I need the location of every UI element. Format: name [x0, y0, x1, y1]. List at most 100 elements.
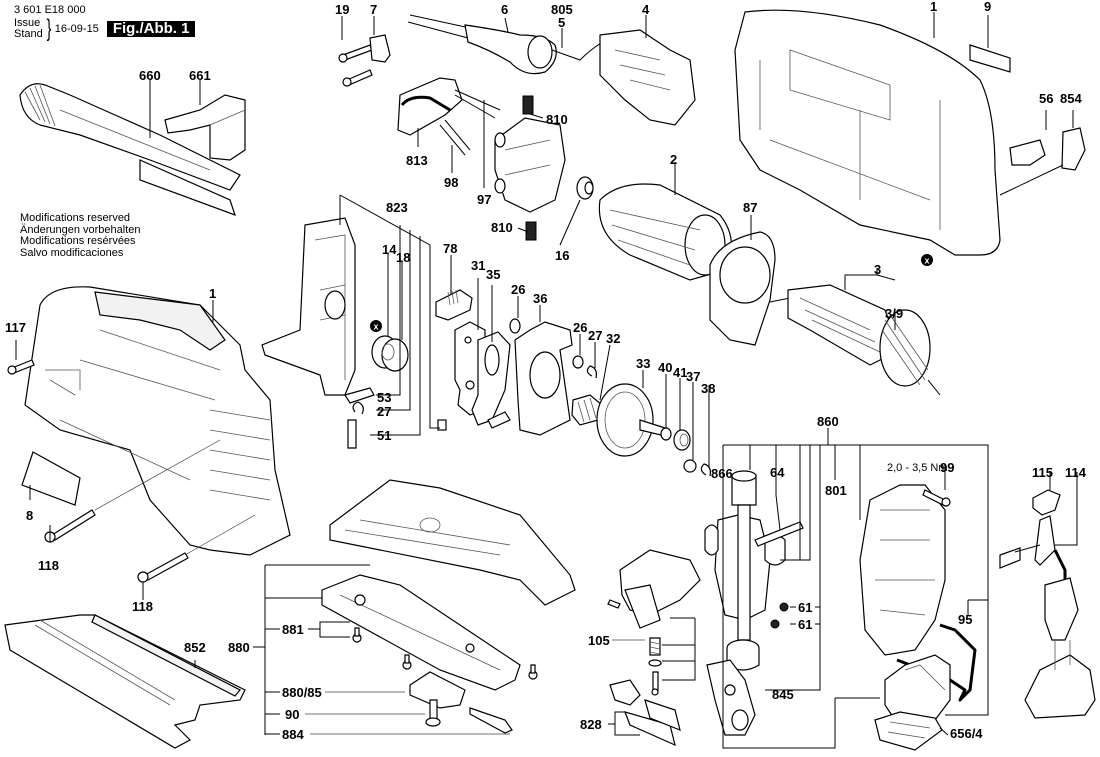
- callout-2: 2: [670, 152, 677, 167]
- part-lens-115: [1032, 489, 1061, 516]
- part-dust-guard: [884, 654, 951, 721]
- callout-40: 40: [658, 360, 672, 375]
- callout-118a: 118: [38, 558, 59, 573]
- part-screw-118a: [44, 439, 221, 543]
- marker-x-right: x: [921, 254, 933, 266]
- callout-56: 56: [1039, 91, 1053, 106]
- part-light-module-114: [999, 515, 1096, 719]
- carbon-brush-top: [522, 95, 534, 115]
- part-button-56: [1009, 139, 1046, 166]
- callout-117: 117: [5, 320, 26, 335]
- callout-3: 3: [874, 262, 881, 277]
- part-spring-884: [469, 707, 513, 734]
- callout-27a: 27: [588, 328, 602, 343]
- callout-115: 115: [1032, 465, 1053, 480]
- part-clamp-880-85: [409, 671, 466, 709]
- part-front-housing: [859, 484, 946, 656]
- callout-656-4: 656/4: [950, 726, 983, 741]
- callout-78: 78: [443, 241, 457, 256]
- callout-26b: 26: [573, 320, 587, 335]
- callout-118b: 118: [132, 599, 153, 614]
- part-support-roller-845: [706, 659, 756, 736]
- part-spring-14-18: [371, 335, 409, 372]
- issue-row: Issue Stand } 16-09-15 Fig./Abb. 1: [14, 15, 196, 42]
- part-clip: [164, 94, 246, 161]
- part-fan-guide: [709, 231, 776, 346]
- callout-823: 823: [386, 200, 408, 215]
- part-washer: [648, 659, 662, 667]
- part-bearing-small: [576, 176, 594, 200]
- marker-x-left: x: [370, 320, 382, 332]
- part-housing-left: [24, 286, 291, 556]
- part-guide-roller-holder: [619, 549, 701, 629]
- issue-label: Issue: [14, 17, 41, 29]
- callout-3-9: 3/9: [885, 306, 903, 321]
- part-chip-guard-656-4: [874, 711, 943, 751]
- part-bolt-90: [425, 699, 441, 727]
- callout-801: 801: [825, 483, 847, 498]
- callout-9: 9: [984, 0, 991, 14]
- part-screw-118b: [137, 514, 256, 583]
- part-gasket-35: [471, 331, 511, 426]
- callout-61a: 61: [798, 600, 812, 615]
- part-cable-95: [896, 623, 977, 702]
- notice-line-de: Änderungen vorbehalten: [20, 223, 141, 236]
- part-dust-nozzle: [19, 83, 241, 216]
- brace-icon: }: [46, 15, 52, 42]
- callout-31: 31: [471, 258, 485, 273]
- figure-label: Fig./Abb. 1: [106, 21, 196, 37]
- part-seal: [726, 639, 760, 671]
- part-pin-64: [754, 521, 804, 547]
- part-plunger-guide: [704, 470, 786, 641]
- callout-860: 860: [817, 414, 839, 429]
- callout-18: 18: [396, 250, 410, 265]
- part-bearing-41: [673, 429, 691, 451]
- part-spring-105: [649, 637, 661, 656]
- callout-810-top: 810: [546, 112, 568, 127]
- part-footplate: [329, 479, 576, 606]
- part-washer-37: [683, 459, 697, 473]
- part-nut-61a: [779, 602, 789, 612]
- callout-51: 51: [377, 428, 391, 443]
- part-washer-26a: [509, 318, 521, 334]
- part-gear-housing-36: [514, 321, 573, 436]
- callout-8: 8: [26, 508, 33, 523]
- part-lever-854: [1061, 127, 1086, 171]
- callout-852: 852: [184, 640, 206, 655]
- callout-27b: 27: [377, 404, 391, 419]
- callout-87: 87: [743, 200, 757, 215]
- callout-866: 866: [711, 466, 733, 481]
- callout-53: 53: [377, 390, 391, 405]
- callout-105: 105: [588, 633, 610, 648]
- callout-33: 33: [636, 356, 650, 371]
- callout-labels: 19 7 6 805 5 4 1 9 56 854 660 661 810 81…: [5, 0, 1087, 742]
- part-washer-26b: [572, 355, 584, 369]
- issue-labels: Issue Stand: [14, 18, 43, 40]
- part-pin-53: [344, 387, 375, 404]
- part-screw-881: [352, 627, 362, 643]
- document-header: 3 601 E18 000 Issue Stand } 16-09-15 Fig…: [14, 4, 196, 42]
- part-washer-40: [660, 427, 672, 441]
- part-footplate-insert: [321, 574, 521, 691]
- issue-date: 16-09-15: [54, 23, 99, 35]
- document-number: 3 601 E18 000: [14, 4, 86, 16]
- callout-97: 97: [477, 192, 491, 207]
- callout-854: 854: [1060, 91, 1082, 106]
- part-armature: [769, 284, 941, 396]
- callout-99: 99: [940, 460, 954, 475]
- part-housing-right: [734, 9, 1001, 256]
- callout-14: 14: [382, 242, 397, 257]
- modifications-notice: Modifications reserved Änderungen vorbeh…: [20, 212, 141, 259]
- part-power-cord: [407, 14, 621, 75]
- part-nut-61b: [770, 619, 780, 629]
- callout-828: 828: [580, 717, 602, 732]
- part-gear-33: [596, 383, 666, 457]
- callout-36: 36: [533, 291, 547, 306]
- callout-805: 805: [551, 2, 573, 17]
- callout-880: 880: [228, 640, 250, 655]
- part-brush-holder: [494, 117, 566, 213]
- callout-35: 35: [486, 267, 500, 282]
- callout-1-left: 1: [209, 286, 216, 301]
- part-small-pin: [437, 419, 447, 431]
- callout-61b: 61: [798, 617, 812, 632]
